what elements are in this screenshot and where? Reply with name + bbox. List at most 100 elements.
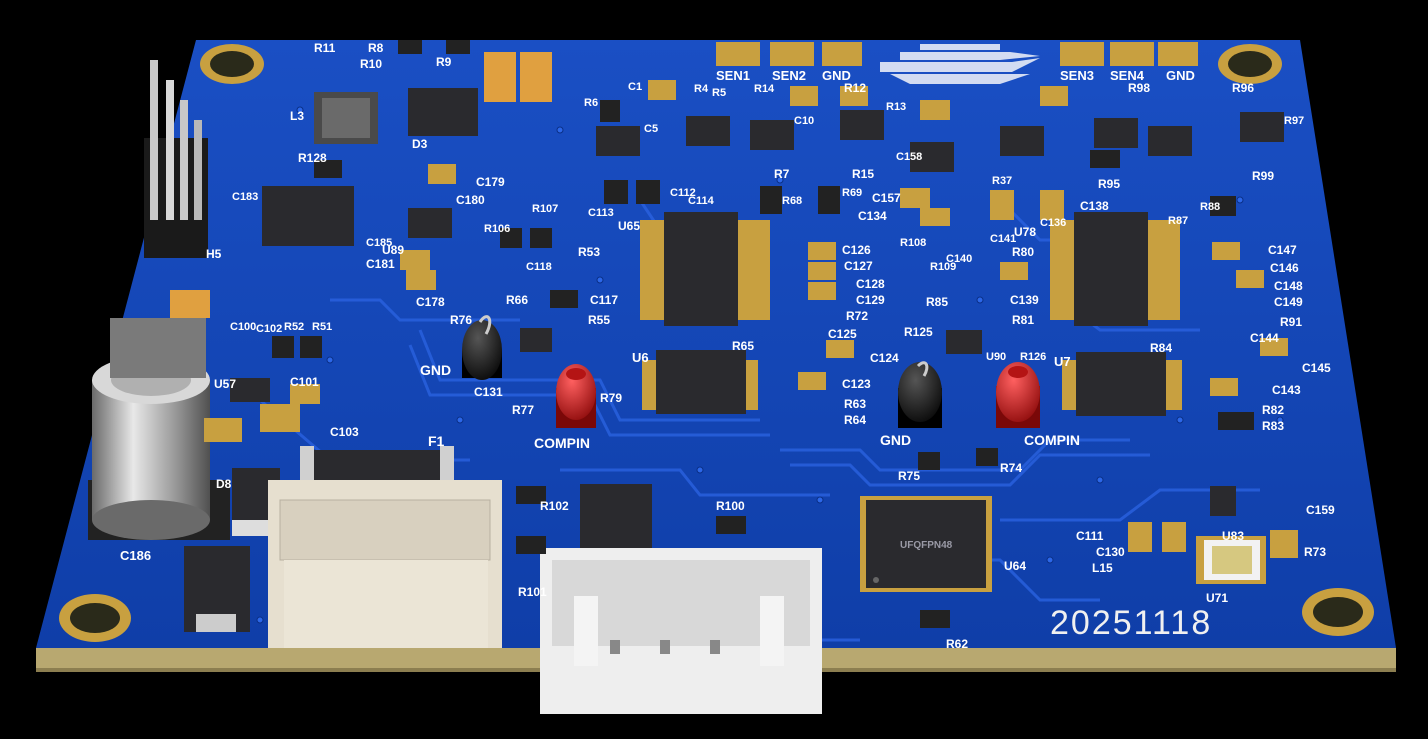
label-c129: C129 bbox=[856, 293, 885, 307]
label-r79: R79 bbox=[600, 391, 622, 405]
label-d3: D3 bbox=[412, 137, 428, 151]
label-c111: C111 bbox=[1076, 529, 1104, 543]
label-r53: R53 bbox=[578, 245, 600, 259]
label-sen2: SEN2 bbox=[772, 68, 806, 83]
label-d8: D8 bbox=[216, 477, 232, 491]
label-l3: L3 bbox=[290, 109, 304, 123]
label-u78: U78 bbox=[1014, 225, 1036, 239]
label-c136: C136 bbox=[1040, 217, 1066, 229]
label-r100: R100 bbox=[716, 499, 745, 513]
label-r107: R107 bbox=[532, 203, 558, 215]
ic-u64 bbox=[860, 496, 992, 592]
label-r11: R11 bbox=[314, 41, 336, 55]
label-c134: C134 bbox=[858, 209, 887, 223]
label-sen3: SEN3 bbox=[1060, 68, 1094, 83]
label-c1: C1 bbox=[628, 81, 642, 93]
label-tp-gnd-right: GND bbox=[880, 432, 911, 448]
test-point-gnd-left bbox=[462, 315, 502, 380]
label-c145: C145 bbox=[1302, 361, 1331, 375]
label-r84: R84 bbox=[1150, 341, 1172, 355]
label-c5: C5 bbox=[644, 123, 658, 135]
electrolytic-capacitor-c186 bbox=[88, 318, 230, 540]
label-u6: U6 bbox=[632, 350, 649, 365]
label-r72: R72 bbox=[846, 309, 868, 323]
label-c180: C180 bbox=[456, 193, 485, 207]
orange-capacitors bbox=[170, 52, 552, 318]
label-c113: C113 bbox=[588, 207, 614, 219]
label-r55: R55 bbox=[588, 313, 610, 327]
label-c143: C143 bbox=[1272, 383, 1301, 397]
label-r83: R83 bbox=[1262, 419, 1284, 433]
label-u65: U65 bbox=[618, 219, 640, 233]
label-c141: C141 bbox=[990, 233, 1016, 245]
vias bbox=[256, 106, 1284, 624]
label-c125: C125 bbox=[828, 327, 857, 341]
label-c102: C102 bbox=[256, 323, 282, 335]
test-point-compin-left bbox=[556, 364, 596, 428]
ic-large-left bbox=[640, 212, 770, 326]
label-r68: R68 bbox=[782, 195, 802, 207]
mounting-hole-top-left bbox=[200, 44, 264, 84]
label-h5: H5 bbox=[206, 247, 222, 261]
label-sen1: SEN1 bbox=[716, 68, 750, 83]
label-c149: C149 bbox=[1274, 295, 1303, 309]
label-r98: R98 bbox=[1128, 81, 1150, 95]
label-c148: C148 bbox=[1274, 279, 1303, 293]
diode-large bbox=[184, 546, 250, 632]
connector-white-center bbox=[540, 548, 822, 714]
label-c101: C101 bbox=[290, 375, 319, 389]
label-c140: C140 bbox=[946, 253, 972, 265]
label-r108: R108 bbox=[900, 237, 926, 249]
label-c117: C117 bbox=[590, 293, 618, 307]
label-c127: C127 bbox=[844, 259, 873, 273]
label-u64-marking: UFQFPN48 bbox=[900, 540, 953, 551]
label-c100: C100 bbox=[230, 321, 256, 333]
connector-white-left bbox=[268, 480, 502, 648]
test-point-compin-right bbox=[996, 362, 1040, 428]
label-r125: R125 bbox=[904, 325, 933, 339]
label-r97: R97 bbox=[1284, 115, 1304, 127]
date-code: 20251118 bbox=[1050, 604, 1212, 642]
label-c103: C103 bbox=[330, 425, 359, 439]
label-r51: R51 bbox=[312, 321, 332, 333]
label-c130: C130 bbox=[1096, 545, 1125, 559]
pin-header-h5 bbox=[144, 60, 208, 258]
label-c146: C146 bbox=[1270, 261, 1299, 275]
label-u71: U71 bbox=[1206, 591, 1228, 605]
label-c183: C183 bbox=[232, 191, 258, 203]
label-r77: R77 bbox=[512, 403, 534, 417]
sensor-pads-left bbox=[716, 42, 862, 66]
label-c124: C124 bbox=[870, 351, 899, 365]
label-c138: C138 bbox=[1080, 199, 1109, 213]
label-c114: C114 bbox=[688, 195, 715, 207]
label-u57: U57 bbox=[214, 377, 236, 391]
sensor-pads-right bbox=[1060, 42, 1198, 66]
label-c139: C139 bbox=[1010, 293, 1039, 307]
label-u89: U89 bbox=[382, 243, 404, 257]
label-r88: R88 bbox=[1200, 201, 1220, 213]
ic-large-right bbox=[1050, 212, 1180, 326]
label-r10: R10 bbox=[360, 57, 382, 71]
label-c144: C144 bbox=[1250, 331, 1279, 345]
label-r73: R73 bbox=[1304, 545, 1326, 559]
label-r80: R80 bbox=[1012, 245, 1034, 259]
label-r7: R7 bbox=[774, 167, 790, 181]
label-r52: R52 bbox=[284, 321, 304, 333]
mounting-hole-bottom-right bbox=[1302, 588, 1374, 636]
label-r75: R75 bbox=[898, 469, 920, 483]
label-c179: C179 bbox=[476, 175, 505, 189]
label-r126: R126 bbox=[1020, 351, 1046, 363]
label-r95: R95 bbox=[1098, 177, 1120, 191]
test-point-gnd-right bbox=[898, 361, 942, 428]
label-r101: R101 bbox=[518, 585, 547, 599]
label-r13: R13 bbox=[886, 101, 906, 113]
label-r5: R5 bbox=[712, 87, 726, 99]
label-r12: R12 bbox=[844, 81, 866, 95]
label-gnd-top-left: GND bbox=[822, 68, 851, 83]
label-c159: C159 bbox=[1306, 503, 1335, 517]
ic-u7 bbox=[1062, 352, 1182, 416]
ic-qfn-left bbox=[262, 186, 354, 246]
label-r74: R74 bbox=[1000, 461, 1022, 475]
ic-8pin bbox=[580, 484, 652, 548]
